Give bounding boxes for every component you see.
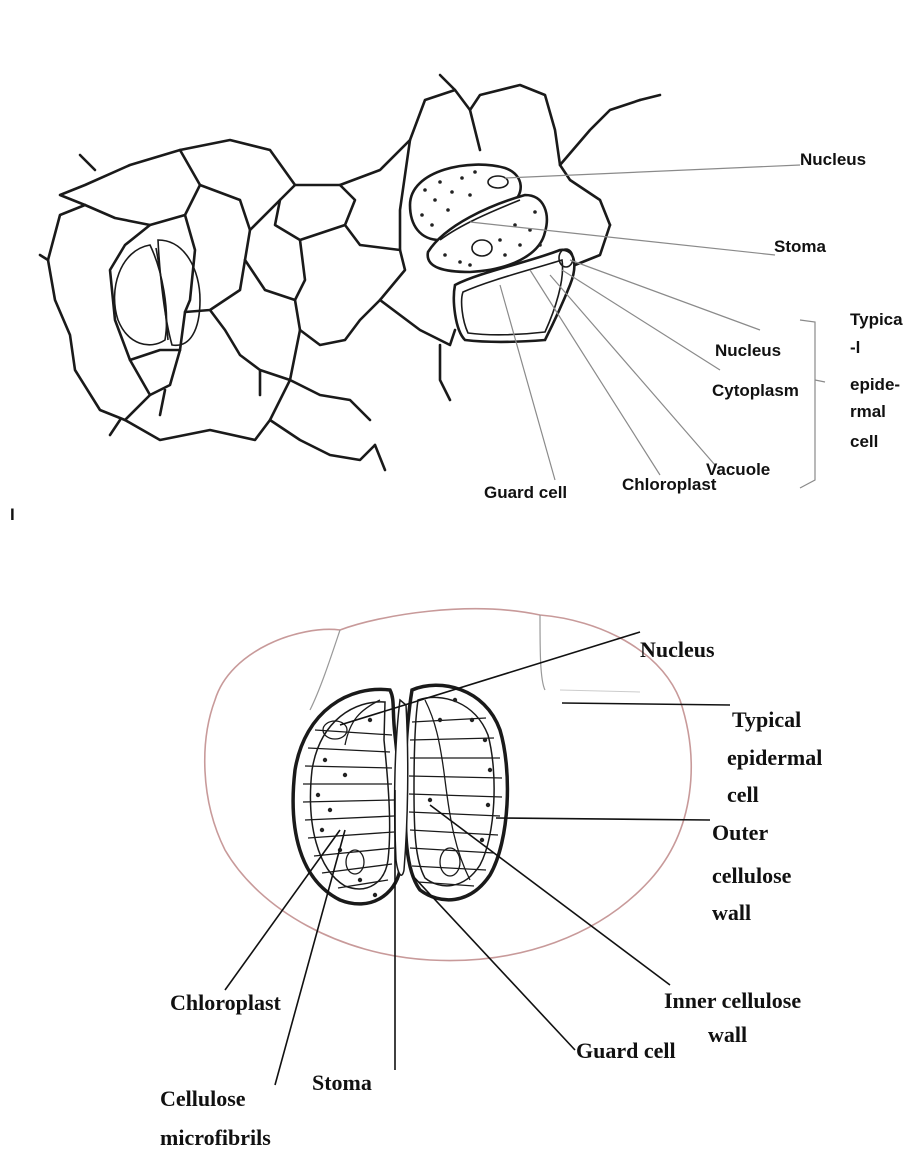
label-typical-1: Typica (850, 310, 903, 329)
label2-typical-2: epidermal (727, 745, 822, 770)
label2-typical-1: Typical (732, 707, 801, 732)
right-guard-cell-detail (405, 685, 507, 900)
label-stoma: Stoma (774, 237, 827, 256)
label2-outer-3: wall (712, 900, 751, 925)
label-cytoplasm: Cytoplasm (712, 381, 799, 400)
label2-cellulose-1: Cellulose (160, 1086, 246, 1111)
label-nucleus: Nucleus (715, 341, 781, 360)
label2-outer-1: Outer (712, 820, 768, 845)
figure-1-epidermis: Nucleus Stoma Nucleus Cytoplasm Vacuole … (10, 75, 903, 524)
label-nucleus-top: Nucleus (800, 150, 866, 169)
label-typical-4: rmal (850, 402, 886, 421)
label-typical-3: epide- (850, 375, 900, 394)
label2-typical-3: cell (727, 782, 759, 807)
label2-cellulose-2: microfibrils (160, 1125, 271, 1150)
label2-nucleus: Nucleus (640, 637, 715, 662)
left-stoma (115, 240, 200, 345)
stray-mark: I (10, 505, 15, 524)
label-typical-2: -l (850, 338, 860, 357)
right-stoma (410, 165, 574, 342)
label2-inner-2: wall (708, 1022, 747, 1047)
label-guard-cell: Guard cell (484, 483, 567, 502)
stoma-pore (395, 700, 408, 875)
label-chloroplast: Chloroplast (622, 475, 717, 494)
label2-outer-2: cellulose (712, 863, 792, 888)
label2-chloroplast: Chloroplast (170, 990, 282, 1015)
label2-inner-1: Inner cellulose (664, 988, 801, 1013)
figure-2-stoma-detail: Nucleus Typical epidermal cell Outer cel… (160, 609, 822, 1150)
label2-guard-cell: Guard cell (576, 1038, 676, 1063)
label2-stoma: Stoma (312, 1070, 372, 1095)
label-typical-5: cell (850, 432, 878, 451)
